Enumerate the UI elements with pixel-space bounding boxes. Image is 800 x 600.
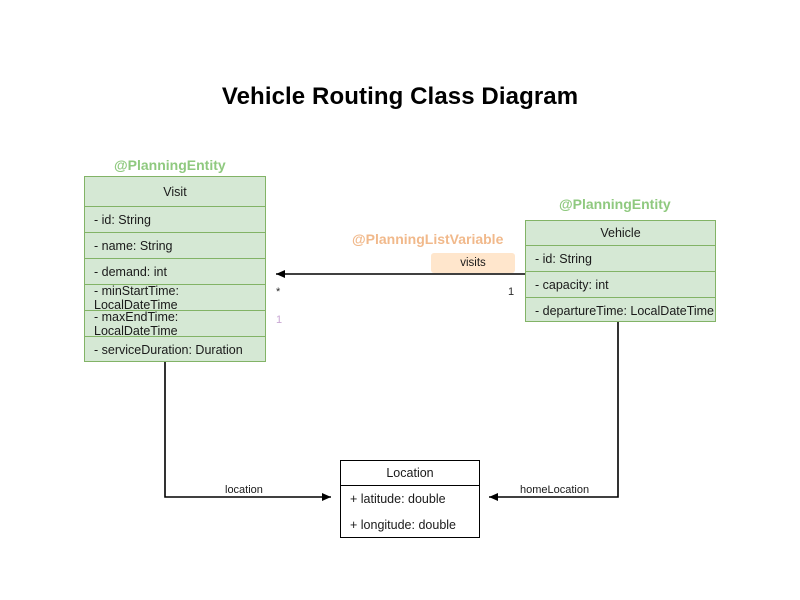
class-name-location: Location — [341, 461, 479, 486]
multiplicity-location-source: 1 — [276, 314, 283, 326]
class-name-visit: Visit — [85, 177, 265, 207]
multiplicity-visits-target: * — [276, 286, 281, 298]
class-box-location[interactable]: Location + latitude: double + longitude:… — [340, 460, 480, 538]
multiplicity-visits-source: 1 — [508, 286, 515, 298]
edge-label-visits: visits — [431, 253, 515, 273]
stereotype-planning-entity-vehicle: @PlanningEntity — [559, 196, 671, 212]
stereotype-planning-entity-visit: @PlanningEntity — [114, 157, 226, 173]
class-attribute: - minStartTime: LocalDateTime — [85, 284, 265, 312]
edge-label-home-location: homeLocation — [520, 484, 590, 496]
class-box-vehicle[interactable]: Vehicle - id: String - capacity: int - d… — [525, 220, 716, 322]
class-attribute: - id: String — [526, 246, 715, 272]
class-attribute: - maxEndTime: LocalDateTime — [85, 310, 265, 338]
stereotype-planning-list-variable: @PlanningListVariable — [352, 231, 504, 247]
edge-label-location: location — [225, 484, 263, 496]
class-box-visit[interactable]: Visit - id: String - name: String - dema… — [84, 176, 266, 362]
class-attribute: - demand: int — [85, 259, 265, 285]
class-attribute: - departureTime: LocalDateTime — [535, 304, 715, 318]
class-name-vehicle: Vehicle — [526, 221, 715, 246]
class-attribute: - name: String — [85, 233, 265, 259]
page-title: Vehicle Routing Class Diagram — [221, 83, 579, 110]
connector-location — [164, 362, 331, 501]
connector-home-location — [489, 322, 619, 501]
class-attribute: + longitude: double — [350, 518, 456, 532]
class-attribute: + latitude: double — [350, 492, 446, 506]
class-attribute: - serviceDuration: Duration — [94, 342, 243, 357]
class-attribute: - id: String — [85, 207, 265, 233]
class-attribute: - capacity: int — [526, 272, 715, 298]
